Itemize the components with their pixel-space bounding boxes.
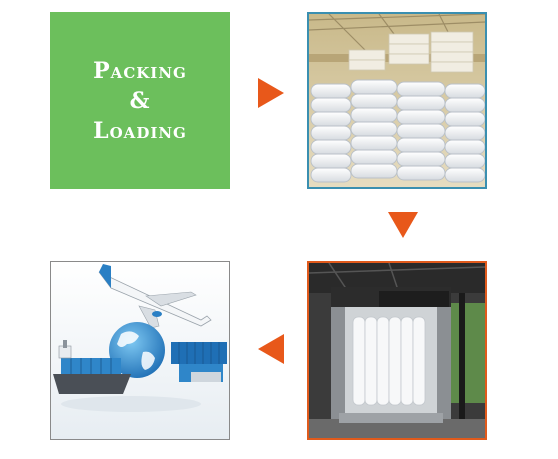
arrow-right-icon (258, 78, 284, 108)
title-line-2: & (129, 87, 151, 114)
global-logistics-illustration (50, 261, 230, 440)
warehouse-bales-photo (307, 12, 487, 189)
container-loading-photo (307, 261, 487, 440)
arrow-left-icon (258, 334, 284, 364)
title-line-3: Loading (93, 117, 187, 144)
airplane-icon (98, 264, 212, 329)
cargo-ship-icon (53, 340, 131, 394)
packing-loading-title-tile: Packing & Loading (50, 12, 230, 189)
arrow-down-icon (388, 212, 418, 238)
title-line-1: Packing (93, 57, 187, 84)
